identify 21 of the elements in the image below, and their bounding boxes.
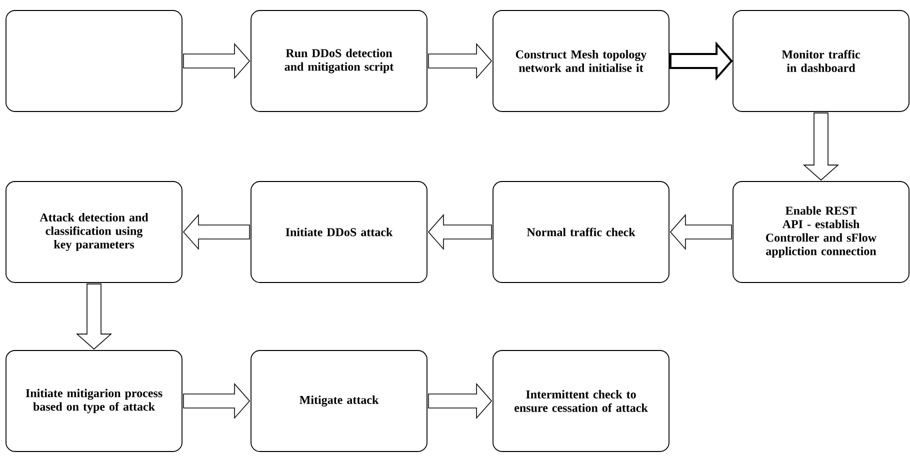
process-box: Enable REST API - establish Controller and sFlow appliction connection bbox=[732, 181, 910, 283]
process-box: Construct Mesh topology network and initialise it bbox=[492, 10, 670, 112]
block-arrow bbox=[802, 112, 840, 181]
process-box: Intermittent check to ensure cessation of attack bbox=[492, 350, 670, 452]
process-box: Mitigate attack bbox=[250, 350, 428, 452]
block-arrow bbox=[428, 382, 492, 420]
process-box: Initiate mitigarion process based on type of attack bbox=[6, 350, 182, 452]
empty-box bbox=[6, 10, 182, 112]
block-arrow bbox=[428, 42, 492, 80]
block-arrow bbox=[182, 214, 250, 250]
block-arrow bbox=[76, 284, 112, 350]
block-arrow bbox=[670, 214, 732, 250]
block-arrow bbox=[183, 42, 250, 80]
block-arrow bbox=[669, 41, 733, 81]
process-box: Attack detection and classification using key parameters bbox=[6, 181, 182, 283]
process-box: Run DDoS detection and mitigation script bbox=[250, 10, 428, 112]
process-box: Normal traffic check bbox=[492, 181, 670, 283]
block-arrow bbox=[183, 382, 250, 420]
block-arrow bbox=[428, 214, 492, 250]
process-box: Monitor traffic in dashboard bbox=[732, 10, 910, 112]
process-box: Initiate DDoS attack bbox=[250, 181, 428, 283]
